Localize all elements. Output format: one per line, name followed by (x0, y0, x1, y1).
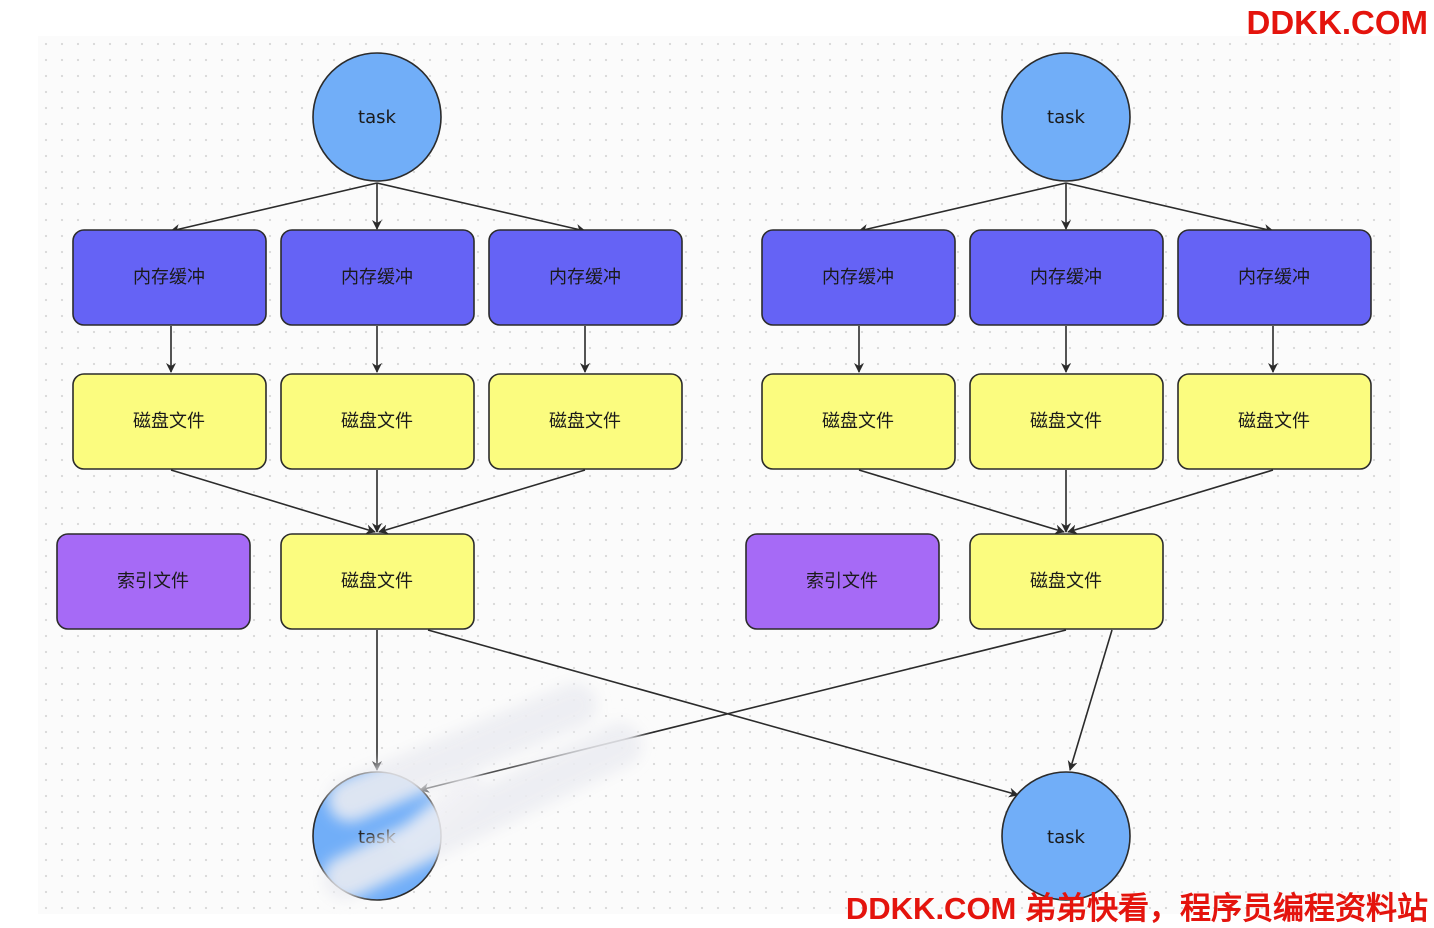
edge-merged-to-bottom-task (1067, 629, 1113, 771)
diagram-canvas (38, 36, 1400, 914)
file-label: 磁盘文件 (1030, 571, 1102, 592)
file-label: 磁盘文件 (822, 411, 894, 432)
buffer-node: 内存缓冲 (280, 229, 475, 326)
index-label: 索引文件 (806, 571, 878, 592)
disk-file-node: 磁盘文件 (761, 373, 956, 470)
disk-file-node: 磁盘文件 (488, 373, 683, 470)
buffer-node: 内存缓冲 (969, 229, 1164, 326)
merged-disk-file-node: 磁盘文件 (280, 533, 475, 630)
buffer-node: 内存缓冲 (761, 229, 956, 326)
task-circle (1001, 771, 1131, 901)
file-label: 磁盘文件 (133, 411, 205, 432)
watermark-top: DDKK.COM (1246, 4, 1428, 41)
disk-file-node: 磁盘文件 (280, 373, 475, 470)
task-node-top-right: task (1001, 52, 1131, 182)
task-label: task (1047, 827, 1085, 848)
file-label: 磁盘文件 (1030, 411, 1102, 432)
file-label: 磁盘文件 (341, 571, 413, 592)
buffer-node: 内存缓冲 (72, 229, 267, 326)
blur-overlay (323, 683, 642, 900)
edge-merged-to-bottom-task (427, 629, 1019, 798)
edge-merged-to-bottom-task (419, 629, 1067, 793)
task-label: task (1047, 107, 1085, 128)
file-label: 磁盘文件 (549, 411, 621, 432)
buffer-label: 内存缓冲 (1030, 267, 1102, 288)
disk-file-node: 磁盘文件 (72, 373, 267, 470)
index-file-node: 索引文件 (56, 533, 251, 630)
edge-task-to-buffer (858, 182, 1067, 234)
edge-file-to-merged (378, 469, 586, 535)
buffer-node: 内存缓冲 (1177, 229, 1372, 326)
task-label: task (358, 107, 396, 128)
buffer-label: 内存缓冲 (549, 267, 621, 288)
edge-task-to-buffer (170, 182, 378, 234)
merged-disk-file-node: 磁盘文件 (969, 533, 1164, 630)
buffer-label: 内存缓冲 (1238, 267, 1310, 288)
file-label: 磁盘文件 (1238, 411, 1310, 432)
task-circle (312, 52, 442, 182)
edge-task-to-buffer (1065, 182, 1274, 234)
edge-task-to-buffer (376, 182, 586, 234)
disk-file-node: 磁盘文件 (1177, 373, 1372, 470)
disk-file-node: 磁盘文件 (969, 373, 1164, 470)
edge-file-to-merged (170, 469, 376, 535)
buffer-node: 内存缓冲 (488, 229, 683, 326)
buffer-label: 内存缓冲 (133, 267, 205, 288)
file-label: 磁盘文件 (341, 411, 413, 432)
edge-file-to-merged (858, 469, 1065, 535)
task-circle (1001, 52, 1131, 182)
buffer-label: 内存缓冲 (822, 267, 894, 288)
edge-file-to-merged (1067, 469, 1274, 535)
edges (166, 182, 1278, 798)
task-node-bottom-right: task (1001, 771, 1131, 901)
buffer-label: 内存缓冲 (341, 267, 413, 288)
watermark-bottom: DDKK.COM 弟弟快看，程序员编程资料站 (845, 891, 1428, 926)
task-node-top-left: task (312, 52, 442, 182)
index-file-node: 索引文件 (745, 533, 940, 630)
index-label: 索引文件 (117, 571, 189, 592)
